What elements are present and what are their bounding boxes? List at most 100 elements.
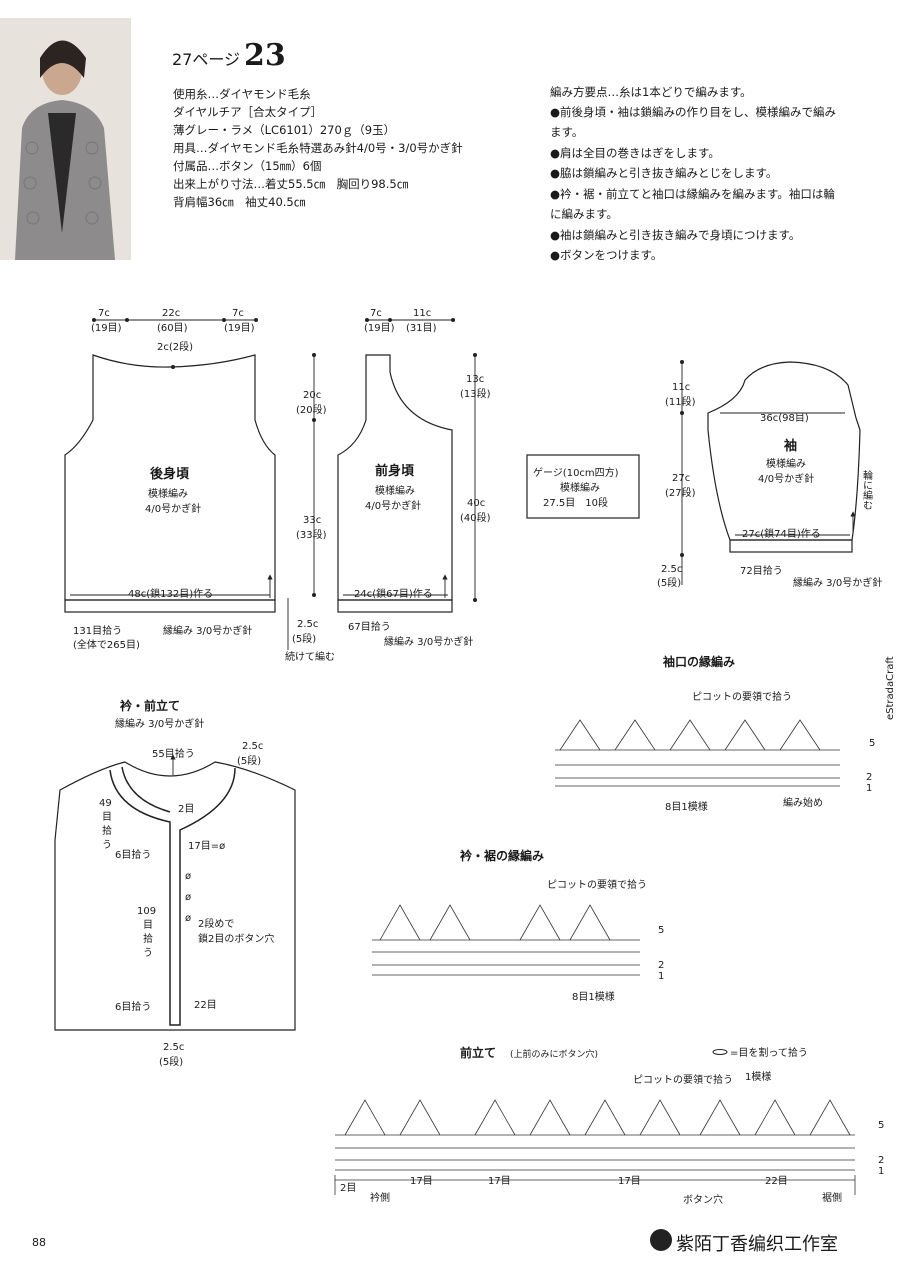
cuff-r2: 2 (866, 772, 872, 783)
brand-logo-icon (650, 1229, 672, 1251)
watermark: eStradaCraft (885, 656, 896, 720)
front-top-1: 7c (370, 308, 382, 319)
band-r2: 2 (878, 1155, 884, 1166)
point-0: 編み方要点…糸は1本どりで編みます。 (550, 85, 752, 99)
band-c3: 17目 (488, 1176, 511, 1187)
gauge-l3: 27.5目 10段 (543, 496, 608, 509)
collar-title: 衿・前立て (120, 698, 180, 713)
split-stitch-icon (712, 1049, 728, 1055)
back-edge: 縁編み 3/0号かぎ針 (163, 624, 252, 637)
collar-sub: 縁編み 3/0号かぎ針 (115, 717, 204, 730)
back-pick: 131目拾う (73, 624, 122, 637)
sleeve-name: 袖 (784, 438, 797, 454)
collar-sym-2: ø (185, 892, 191, 903)
band-r1: 1 (878, 1166, 884, 1177)
back-d3: 2.5c (297, 619, 318, 630)
hem-r2: 2 (658, 960, 664, 971)
collar-w1: 2.5c (242, 741, 263, 752)
collar-l109d: う (143, 947, 153, 959)
band-r5: 5 (878, 1120, 884, 1131)
collar-r22: 22目 (194, 1000, 217, 1011)
point-7: ●袖は鎖編みと引き抜き編みで身頃につけます。 (550, 228, 801, 242)
collar-r2: 2目 (178, 804, 194, 815)
cuff-rep: 8目1模様 (665, 800, 708, 813)
front-hem-band (337, 599, 453, 613)
collar-l49a: 49 (99, 798, 112, 809)
back-total: (全体で265目) (73, 638, 140, 651)
collar-sym-1: ø (185, 871, 191, 882)
collar-l49b: 目 (102, 812, 112, 823)
front-d2b: (40段) (460, 511, 491, 524)
cuff-chart-grid (555, 719, 840, 787)
band-c5: 22目 (765, 1176, 788, 1187)
collar-neck: 55目拾う (152, 747, 195, 760)
spec-yarn: 使用糸…ダイヤモンド毛糸 (173, 87, 311, 101)
back-top-3: 7c (232, 308, 244, 319)
band-c1: 2目 (340, 1183, 356, 1194)
gauge-box (526, 454, 640, 519)
collar-w2b: (5段) (159, 1055, 183, 1068)
hem-picot: ピコットの要領で拾う (547, 878, 647, 891)
front-d1b: (13段) (460, 387, 491, 400)
back-top-2b: (60目) (157, 323, 188, 334)
collar-l49d: う (102, 839, 112, 851)
point-2: ます。 (550, 125, 584, 139)
gauge-l1: ゲージ(10cm四方) (533, 466, 619, 479)
front-hook: 4/0号かぎ針 (365, 499, 421, 512)
cuff-r5: 5 (869, 738, 875, 749)
front-pick: 67目拾う (348, 620, 391, 633)
back-name: 後身頃 (150, 466, 190, 482)
collar-sym-3: ø (185, 913, 191, 924)
band-hem-side: 裾側 (822, 1191, 842, 1204)
back-top-1: 7c (98, 308, 110, 319)
point-4: ●脇は鎖編みと引き抜き編みとじをします。 (550, 166, 778, 180)
cuff-title: 袖口の縁編み (663, 654, 735, 669)
front-stitch: 模様編み (375, 484, 415, 497)
back-stitch: 模様編み (148, 487, 188, 500)
sleeve-outline (707, 361, 861, 541)
sleeve-cast: 27c(鎖74目)作る (742, 527, 821, 540)
sleeve-d1: 11c (672, 382, 690, 393)
sleeve-hook: 4/0号かぎ針 (758, 472, 814, 485)
point-3: ●肩は全目の巻きはぎをします。 (550, 146, 720, 160)
band-legend: =目を割って拾う (730, 1046, 808, 1059)
front-d2: 40c (467, 498, 485, 509)
back-top-2: 22c (162, 308, 180, 319)
back-top-3b: (19目) (224, 323, 255, 334)
sleeve-d2: 27c (672, 473, 690, 484)
front-top-1b: (19目) (364, 323, 395, 334)
spec-color: 薄グレー・ラメ（LC6101）270ｇ（9玉） (173, 123, 396, 137)
hem-r5: 5 (658, 925, 664, 936)
back-body-outline (64, 354, 276, 601)
back-d3b: (5段) (292, 632, 316, 645)
sleeve-edge: 縁編み 3/0号かぎ針 (793, 576, 882, 589)
collar-l109c: 拾 (143, 932, 153, 945)
front-d1: 13c (466, 374, 484, 385)
collar-p6a: 6目拾う (115, 848, 151, 861)
collar-w2: 2.5c (163, 1042, 184, 1053)
front-name: 前身頃 (375, 463, 415, 479)
sleeve-d3b: (5段) (657, 576, 681, 589)
collar-w1b: (5段) (237, 754, 261, 767)
page-ref: 27ページ (172, 50, 241, 69)
sleeve-d2b: (27段) (665, 486, 696, 499)
point-1: ●前後身頃・袖は鎖編みの作り目をし、模様編みで編み (550, 105, 837, 119)
band-sub: (上前のみにボタン穴) (510, 1048, 598, 1060)
sleeve-pick: 72目拾う (740, 564, 783, 577)
front-edge: 縁編み 3/0号かぎ針 (384, 635, 473, 648)
back-neck: 2c(2段) (157, 340, 193, 353)
spec-yarn-type: ダイヤルチア［合太タイプ］ (173, 105, 323, 119)
spec-size-2: 背肩幅36㎝ 袖丈40.5㎝ (173, 195, 306, 209)
brand-name: 紫陌丁香编织工作室 (676, 1234, 838, 1255)
point-5: ●衿・裾・前立てと袖口は縁編みを編みます。袖口は輪 (550, 187, 835, 201)
hem-chart-grid (372, 904, 640, 976)
cuff-r1: 1 (866, 783, 872, 794)
cuff-start: 編み始め (783, 796, 823, 809)
collar-bh2: 鎖2目のボタン穴 (198, 932, 274, 945)
spec-tools: 用具…ダイヤモンド毛糸特選あみ針4/0号・3/0号かぎ針 (173, 141, 463, 155)
collar-p6b: 6目拾う (115, 1000, 151, 1013)
collar-band (109, 767, 236, 1026)
hem-r1: 1 (658, 971, 664, 982)
front-cast: 24c(鎖67目)作る (354, 587, 433, 600)
collar-bh1: 2段めで (198, 917, 234, 930)
